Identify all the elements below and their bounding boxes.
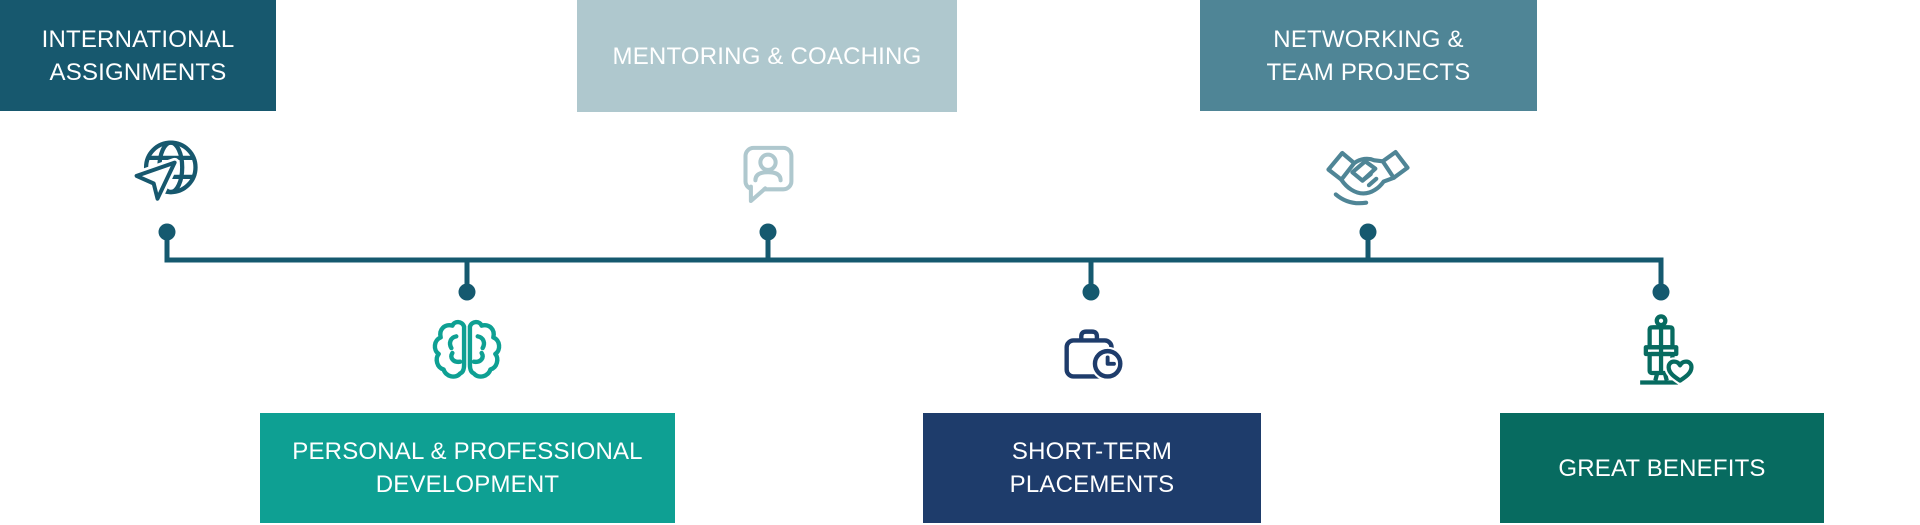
- timeline-dot: [759, 223, 777, 241]
- label-box-great-benefits: GREAT BENEFITS: [1500, 413, 1824, 523]
- label-box-mentoring-coaching: MENTORING & COACHING: [577, 0, 957, 112]
- handshake-icon: [1322, 141, 1414, 211]
- timeline-dot: [458, 283, 476, 301]
- timeline-dot: [1652, 283, 1670, 301]
- label-box-short-term-placements: SHORT-TERM PLACEMENTS: [923, 413, 1261, 523]
- label-box-networking-team-projects: NETWORKING & TEAM PROJECTS: [1200, 0, 1537, 111]
- globe-plane-icon: [129, 136, 205, 212]
- timeline-dot: [1082, 283, 1100, 301]
- timeline-dot: [1359, 223, 1377, 241]
- briefcase-clock-icon: [1054, 317, 1132, 395]
- gift-heart-icon: [1624, 311, 1700, 395]
- brain-icon: [427, 312, 507, 390]
- label-box-international-assignments: INTERNATIONAL ASSIGNMENTS: [0, 0, 276, 111]
- timeline-dot: [158, 223, 176, 241]
- chat-person-icon: [732, 138, 804, 210]
- label-box-personal-professional-development: PERSONAL & PROFESSIONAL DEVELOPMENT: [260, 413, 675, 523]
